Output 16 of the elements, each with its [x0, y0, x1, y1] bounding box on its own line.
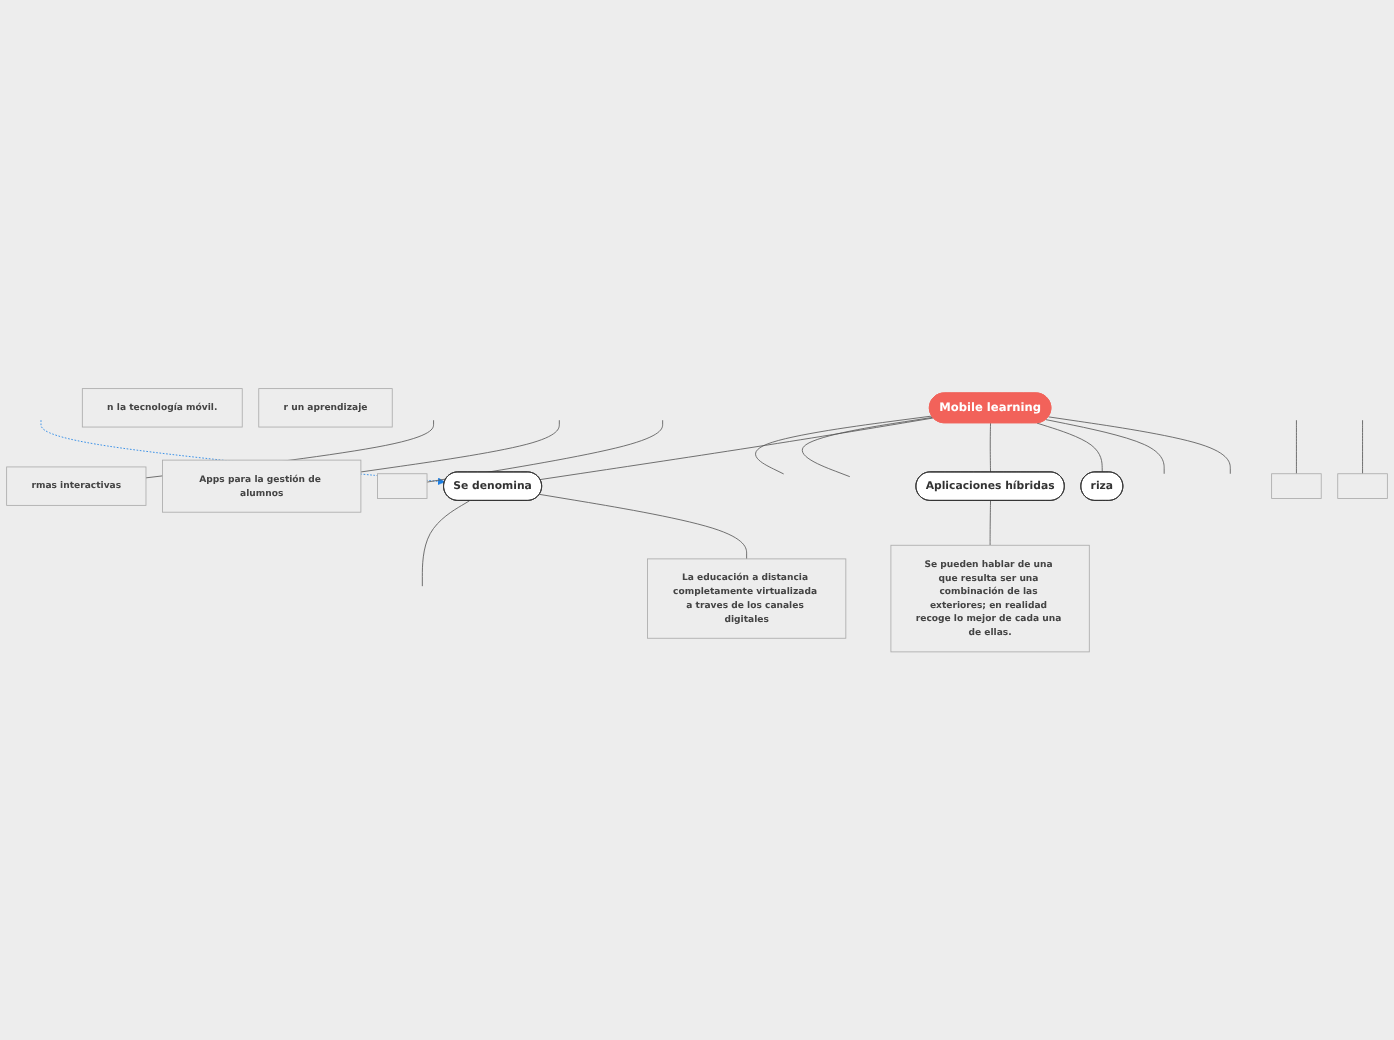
connector-line: [755, 415, 933, 475]
connector-line: [1048, 416, 1231, 474]
connector-line: [1362, 419, 1363, 474]
blank-box: [1337, 473, 1388, 499]
blank-box: [1271, 473, 1322, 499]
connector-line: [989, 422, 991, 473]
connector-line: [1036, 422, 1103, 473]
connector-line: [360, 419, 560, 473]
connector-line: [1296, 419, 1297, 474]
connector-line: [801, 416, 934, 477]
blank-box: [377, 473, 428, 499]
connector-line: [539, 417, 934, 480]
connector-line: [989, 500, 991, 546]
connector-line: [1045, 418, 1165, 474]
connector-line: [421, 500, 470, 587]
connector-line: [539, 493, 748, 560]
